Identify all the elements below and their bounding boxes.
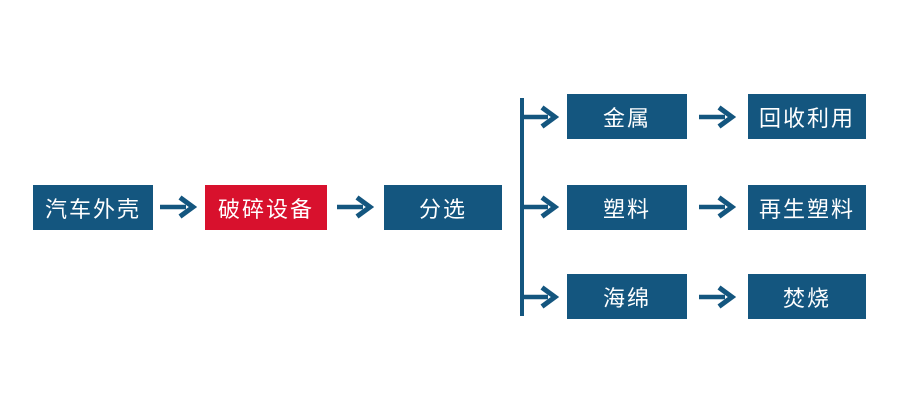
node-sorting: 分选 <box>384 185 502 230</box>
node-metal: 金属 <box>567 94 687 139</box>
arrow-right-icon <box>159 194 197 220</box>
arrow-right-icon <box>521 284 559 310</box>
arrow-right-icon <box>521 194 559 220</box>
node-incineration: 焚烧 <box>748 274 866 319</box>
arrow-right-icon <box>521 104 559 130</box>
arrow-right-icon <box>698 194 736 220</box>
node-sponge: 海绵 <box>567 274 687 319</box>
arrow-right-icon <box>336 194 374 220</box>
node-recycled-plastic: 再生塑料 <box>748 185 866 230</box>
node-plastic: 塑料 <box>567 185 687 230</box>
arrow-right-icon <box>698 284 736 310</box>
node-recycling: 回收利用 <box>748 94 866 139</box>
arrow-right-icon <box>698 104 736 130</box>
node-crushing-equipment: 破碎设备 <box>205 185 327 230</box>
node-car-shell: 汽车外壳 <box>33 185 153 230</box>
